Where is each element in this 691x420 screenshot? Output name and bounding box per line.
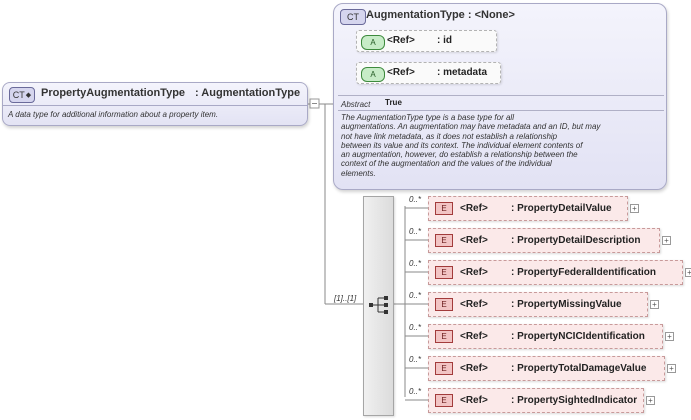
element-name: : PropertyDetailValue xyxy=(511,203,612,214)
complex-type-icon: CT xyxy=(340,9,366,25)
element-name: : PropertyFederalIdentification xyxy=(511,267,657,278)
element-icon: E xyxy=(435,202,453,215)
element-icon: E xyxy=(435,298,453,311)
element-box[interactable]: E <Ref> : PropertyNCICIdentification xyxy=(428,324,663,349)
element-icon: E xyxy=(435,330,453,343)
expand-plus-icon[interactable]: + xyxy=(665,332,674,341)
sequence-icon xyxy=(369,296,388,314)
element-ref: <Ref> xyxy=(460,363,488,374)
abstract-label: Abstract xyxy=(341,100,371,109)
element-box[interactable]: E <Ref> : PropertyDetailDescription xyxy=(428,228,660,253)
attribute-icon: A xyxy=(361,67,385,82)
attribute-name: : metadata xyxy=(437,67,488,78)
expand-plus-icon[interactable]: + xyxy=(667,364,676,373)
element-cardinality: 0..* xyxy=(409,227,422,236)
complex-type-badge-label: CT xyxy=(12,90,25,100)
complex-type-header: CT◆ PropertyAugmentationType : Augmentat… xyxy=(3,83,307,105)
documentation-line: augmentations. An augmentation may have … xyxy=(341,122,601,132)
element-cardinality: 0..* xyxy=(409,323,422,332)
abstract-value: True xyxy=(385,98,402,107)
element-name: : PropertyMissingValue xyxy=(511,299,622,310)
element-icon: E xyxy=(435,234,453,247)
documentation-line: an augmentation, however, do establish a… xyxy=(341,150,578,160)
element-name: : PropertyDetailDescription xyxy=(511,235,641,246)
header-divider xyxy=(3,105,307,106)
element-ref: <Ref> xyxy=(460,267,488,278)
documentation-line: elements. xyxy=(341,168,376,178)
attribute-icon: A xyxy=(361,35,385,50)
complex-type-badge-label: CT xyxy=(347,12,359,22)
documentation-line: between its value and its context. The i… xyxy=(341,140,583,150)
sequence-compositor[interactable] xyxy=(363,196,394,416)
element-ref: <Ref> xyxy=(460,203,488,214)
expand-plus-icon[interactable]: + xyxy=(650,300,659,309)
attribute-id[interactable]: A <Ref> : id xyxy=(356,30,497,52)
element-box[interactable]: E <Ref> : PropertyMissingValue xyxy=(428,292,648,317)
complex-type-base: : AugmentationType xyxy=(195,87,301,99)
element-box[interactable]: E <Ref> : PropertyTotalDamageValue xyxy=(428,356,665,381)
complex-type-property-augmentation[interactable]: CT◆ PropertyAugmentationType : Augmentat… xyxy=(2,82,308,126)
element-ref: <Ref> xyxy=(460,331,488,342)
attribute-name: : id xyxy=(437,35,452,46)
attribute-ref: <Ref> xyxy=(387,67,415,78)
base-type-documentation: The AugmentationType type is a base type… xyxy=(341,113,661,178)
element-name: : PropertyTotalDamageValue xyxy=(511,363,647,374)
element-ref: <Ref> xyxy=(460,235,488,246)
element-ref: <Ref> xyxy=(460,299,488,310)
attribute-ref: <Ref> xyxy=(387,35,415,46)
element-cardinality: 0..* xyxy=(409,387,422,396)
sequence-cardinality: [1]..[1] xyxy=(334,294,357,303)
documentation-line: context of the augmentation and the valu… xyxy=(341,159,552,169)
expand-plus-icon[interactable]: + xyxy=(662,236,671,245)
section-divider xyxy=(338,110,664,111)
element-cardinality: 0..* xyxy=(409,259,422,268)
element-icon: E xyxy=(435,362,453,375)
base-type-title: AugmentationType : <None> xyxy=(366,9,515,21)
expand-plus-icon[interactable]: + xyxy=(630,204,639,213)
expand-diamond-icon: ◆ xyxy=(25,92,32,99)
element-box[interactable]: E <Ref> : PropertySightedIndicator xyxy=(428,388,644,413)
expand-plus-icon[interactable]: + xyxy=(646,396,655,405)
element-name: : PropertySightedIndicator xyxy=(511,395,638,406)
element-box[interactable]: E <Ref> : PropertyDetailValue xyxy=(428,196,628,221)
element-box[interactable]: E <Ref> : PropertyFederalIdentification xyxy=(428,260,683,285)
element-icon: E xyxy=(435,266,453,279)
documentation-line: The AugmentationType type is a base type… xyxy=(341,113,514,122)
expand-plus-icon[interactable]: + xyxy=(685,268,691,277)
element-cardinality: 0..* xyxy=(409,195,422,204)
element-icon: E xyxy=(435,394,453,407)
complex-type-augmentation[interactable]: CT AugmentationType : <None> A <Ref> : i… xyxy=(333,3,667,190)
complex-type-documentation: A data type for additional information a… xyxy=(8,110,219,119)
element-name: : PropertyNCICIdentification xyxy=(511,331,645,342)
element-cardinality: 0..* xyxy=(409,291,422,300)
complex-type-name: PropertyAugmentationType xyxy=(41,87,186,99)
complex-type-icon: CT◆ xyxy=(9,87,35,103)
element-ref: <Ref> xyxy=(460,395,488,406)
attribute-metadata[interactable]: A <Ref> : metadata xyxy=(356,62,501,84)
section-divider xyxy=(338,95,664,96)
element-cardinality: 0..* xyxy=(409,355,422,364)
documentation-line: not have link metadata, as it does not e… xyxy=(341,131,558,141)
